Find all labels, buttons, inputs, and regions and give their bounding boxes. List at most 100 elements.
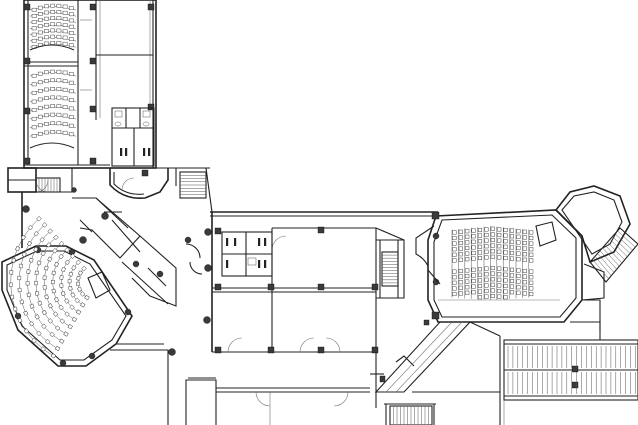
seat [522, 280, 527, 285]
seat [37, 123, 43, 128]
seat [50, 95, 56, 100]
seat [26, 240, 33, 247]
seat [44, 294, 49, 300]
seat [33, 246, 39, 253]
seat [62, 122, 68, 126]
seat [484, 232, 489, 238]
seat [9, 294, 15, 300]
seat [62, 29, 68, 34]
seat [71, 316, 78, 322]
seat [19, 299, 25, 305]
seat [81, 265, 87, 272]
seat [50, 78, 56, 83]
seat [61, 266, 66, 273]
seat [490, 271, 495, 276]
seat [497, 249, 502, 254]
seat [490, 282, 495, 287]
seat [56, 95, 62, 100]
seat [39, 236, 45, 243]
seat [62, 87, 68, 92]
seat [75, 259, 82, 266]
seat [29, 303, 35, 309]
seat [68, 37, 74, 41]
columns-north [23, 3, 155, 165]
seat [503, 295, 508, 300]
seat [37, 114, 43, 119]
seat [50, 104, 56, 108]
seat [56, 112, 62, 117]
seat [31, 91, 37, 95]
seat-row [52, 249, 75, 320]
seat [58, 253, 64, 260]
seat [452, 269, 457, 274]
seat [503, 250, 508, 255]
seat [25, 281, 30, 286]
stair-tread [604, 244, 623, 264]
seat [56, 69, 62, 74]
seat [68, 80, 74, 85]
seat [62, 105, 68, 109]
seat [62, 41, 68, 46]
seat [484, 238, 489, 243]
seat [529, 280, 534, 285]
seat [509, 256, 515, 261]
seat [465, 240, 470, 245]
seat [54, 325, 61, 331]
seat [28, 257, 34, 263]
seat [471, 290, 476, 295]
seat [522, 274, 527, 279]
seat [62, 23, 68, 27]
seat [471, 228, 476, 233]
seat [18, 263, 24, 269]
stair-tread [609, 239, 628, 257]
seat [471, 278, 476, 284]
seat [42, 275, 47, 280]
seat [31, 38, 37, 43]
seat [9, 270, 14, 275]
seat [465, 268, 470, 273]
seat [37, 71, 43, 76]
seat [471, 234, 476, 239]
seat [37, 12, 43, 16]
seat [26, 269, 31, 274]
seat [503, 244, 508, 249]
seat [59, 338, 65, 344]
seat [497, 277, 502, 282]
seat [516, 229, 521, 234]
seat [31, 32, 37, 37]
seat [50, 87, 56, 91]
seat [77, 286, 83, 292]
seat [503, 272, 508, 277]
central-core [185, 211, 438, 354]
seat [522, 252, 527, 257]
seat [68, 115, 74, 119]
seat [458, 280, 463, 285]
seat [509, 267, 515, 272]
seat [62, 113, 68, 118]
seat [529, 269, 534, 274]
seat [490, 277, 495, 282]
seat [20, 234, 26, 241]
seat [31, 73, 37, 78]
seat [44, 29, 49, 33]
seat [84, 295, 90, 301]
seat [452, 230, 457, 235]
stair-southeast-long [507, 346, 636, 394]
seat [37, 300, 43, 306]
seat [41, 222, 48, 228]
seat [47, 318, 53, 324]
stair-south [389, 405, 433, 425]
seat [497, 227, 502, 232]
seat [31, 116, 37, 121]
seat [490, 249, 495, 254]
seat [490, 254, 495, 259]
seat [509, 284, 515, 289]
seat [497, 232, 502, 238]
seat [516, 240, 521, 245]
seat [490, 265, 495, 271]
seat [44, 96, 49, 100]
north-lecture-hall-upper [29, 3, 77, 49]
seat [465, 273, 470, 279]
seat [529, 291, 534, 297]
